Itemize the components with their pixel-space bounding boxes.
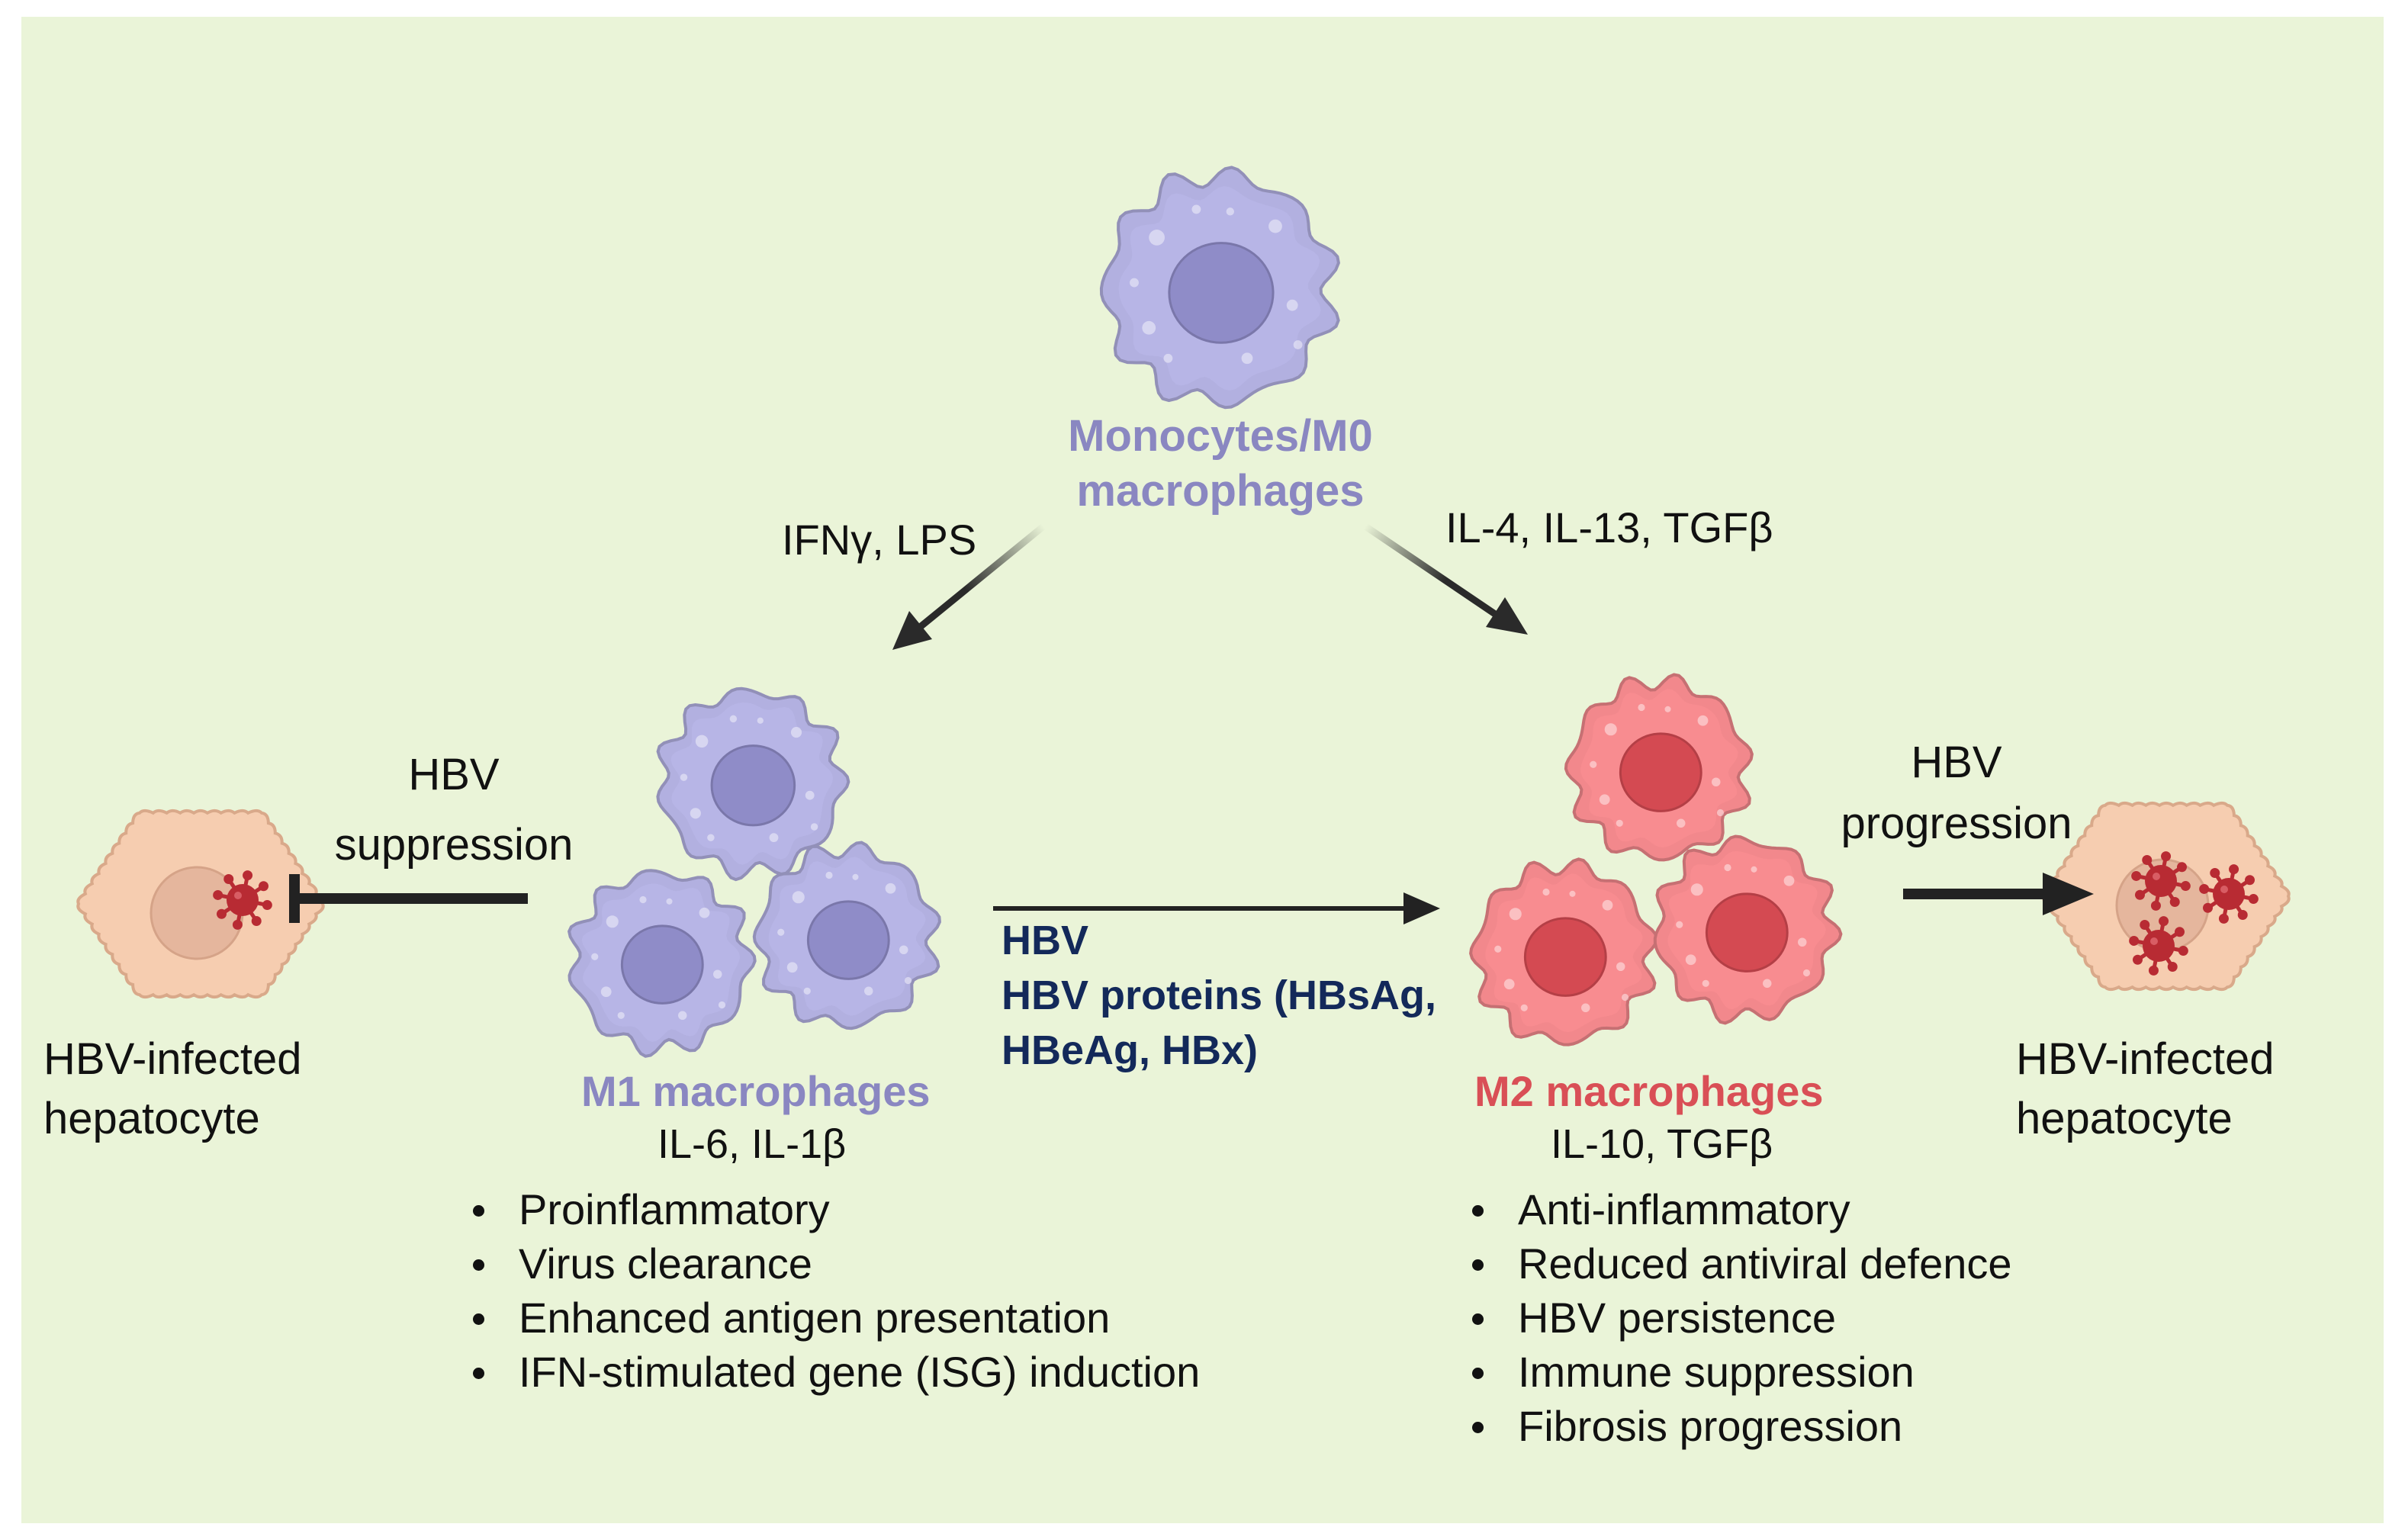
m2-title: M2 macrophages [1474,1067,1824,1115]
list-item: Virus clearance [467,1236,1200,1291]
m0-title: Monocytes/M0 macrophages [1068,411,1373,516]
virus-icon [2131,851,2191,911]
polarization-agent: HBV [1002,918,1089,963]
list-item: Reduced antiviral defence [1466,1236,2012,1291]
hbv-suppression-label: HBV suppression [334,750,574,870]
arrow-to-m1 [892,522,1047,650]
polarization-proteins: HBV proteins (HBsAg, HBeAg, HBx) [1002,973,1437,1073]
right-hepatocyte-label: HBV-infected hepatocyte [2016,1034,2275,1143]
polarization-arrow [993,892,1440,924]
list-item: IFN-stimulated gene (ISG) induction [467,1345,1200,1399]
progression-arrow [1903,873,2094,915]
list-item: Fibrosis progression [1466,1399,2012,1453]
virus-icon [2129,916,2188,976]
list-item: Immune suppression [1466,1345,2012,1399]
m2-cytokines: IL-10, TGFβ [1551,1121,1773,1167]
m1-feature-list: Proinflammatory Virus clearance Enhanced… [467,1182,1200,1399]
list-item: Anti-inflammatory [1466,1182,2012,1236]
virus-icon [213,870,272,930]
list-item: Enhanced antigen presentation [467,1291,1200,1345]
list-item: HBV persistence [1466,1291,2012,1345]
monocyte-cell-icon [1099,166,1340,410]
m2-macrophage-icon [1564,673,1754,862]
m2-stimuli-label: IL-4, IL-13, TGFβ [1445,503,1773,551]
m2-macrophage-icon [1469,857,1659,1046]
arrow-to-m2 [1362,522,1528,635]
list-item: Proinflammatory [467,1182,1200,1236]
inhibition-arrow [289,874,528,923]
hbv-progression-label: HBV progression [1841,738,2072,848]
virus-icon [2199,864,2259,924]
hepatocyte-icon [76,809,325,999]
left-hepatocyte-label: HBV-infected hepatocyte [43,1034,302,1143]
m2-macrophage-icon [1653,834,1843,1025]
m1-macrophage-icon [567,869,757,1058]
m1-macrophage-icon [752,841,941,1030]
m2-feature-list: Anti-inflammatory Reduced antiviral defe… [1466,1182,2012,1453]
m1-stimuli-label: IFNγ, LPS [782,516,977,564]
m1-macrophage-icon [656,686,850,882]
m1-cytokines: IL-6, IL-1β [658,1121,847,1167]
m1-title: M1 macrophages [581,1067,931,1115]
